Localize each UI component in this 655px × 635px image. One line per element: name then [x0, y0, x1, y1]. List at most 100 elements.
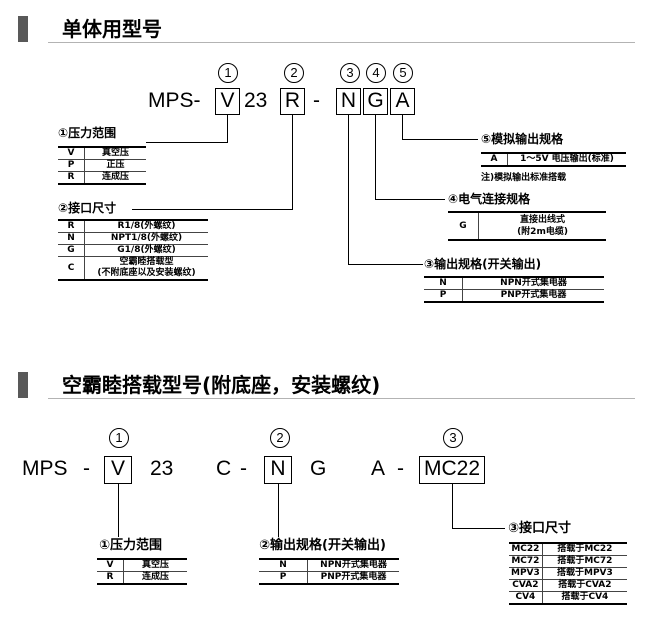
s2-port-key: MC72 — [509, 555, 543, 568]
table-row: R 连成压 — [97, 571, 187, 584]
s1-port-value: 空霸睦搭载型(不附底座以及安装螺纹) — [85, 257, 209, 281]
s2-line-3-v — [452, 484, 453, 529]
s1-pressure-key: P — [58, 159, 85, 172]
s1-port-value: NPT1/8(外螺纹) — [84, 232, 208, 245]
s1-pressure-key: R — [58, 171, 85, 184]
section2-rule — [48, 398, 635, 399]
s2-code-dash1: - — [83, 457, 90, 480]
s2-marker-1: 1 — [109, 428, 129, 448]
s2-code-v-box: V — [104, 456, 132, 484]
s1-pressure-key: V — [58, 147, 85, 160]
s1-code-dash: - — [313, 89, 320, 112]
s2-output-value: PNP开式集电器 — [320, 572, 387, 582]
s1-port-key: N — [58, 232, 85, 245]
s2-code-c: C — [216, 457, 232, 480]
s1-output-key: P — [424, 289, 463, 302]
s1-code-g-box: G — [363, 88, 388, 115]
s1-port-value-line2: (不附底座以及安装螺纹) — [97, 268, 196, 278]
s1-port-title: ②接口尺寸 — [58, 201, 117, 215]
s1-marker-2: 2 — [284, 63, 304, 83]
s1-line-5-h — [402, 139, 478, 140]
s2-port-key: MC22 — [509, 543, 543, 556]
s1-analog-note: 注)模拟输出标准搭载 — [481, 173, 567, 183]
s2-output-key: P — [259, 571, 308, 584]
section1-bar — [18, 16, 28, 42]
s1-line-5-v — [402, 115, 403, 140]
s1-code-prefix: MPS- — [148, 89, 201, 112]
s2-port-value: 搭载于MC22 — [542, 543, 627, 556]
table-row: P PNP开式集电器 — [259, 571, 399, 584]
s1-pressure-value: 真空压 — [84, 147, 146, 160]
s1-code-n-box: N — [336, 88, 361, 115]
s2-output-value: NPN开式集电器 — [307, 559, 399, 572]
table-row: A 1～5V 电压输出(标准) — [481, 153, 626, 166]
s1-line-1-h — [146, 142, 228, 143]
s1-line-3-v — [348, 115, 349, 265]
s1-electric-value-line2: (附2m电缆) — [517, 227, 568, 237]
s1-line-4-h — [375, 199, 445, 200]
s1-line-2-v — [292, 115, 293, 210]
s1-code-a-box: A — [390, 88, 415, 115]
s2-code-dash3: - — [397, 457, 404, 480]
s1-electric-title: ④电气连接规格 — [448, 192, 531, 206]
s2-pressure-key: R — [97, 571, 124, 584]
s1-port-key: G — [58, 244, 85, 257]
s2-port-key: CV4 — [509, 591, 543, 604]
s1-analog-title: ⑤模拟输出规格 — [481, 132, 564, 146]
s1-code-r-box: R — [280, 88, 305, 115]
s2-marker-3: 3 — [443, 428, 463, 448]
section1-rule — [48, 42, 635, 43]
s2-port-value: 搭载于MPV3 — [542, 567, 627, 580]
s2-pressure-key: V — [97, 559, 124, 572]
s1-analog-key: A — [481, 153, 508, 166]
s1-marker-1: 1 — [218, 63, 238, 83]
s2-output-key: N — [259, 559, 308, 572]
s1-code-v-box: V — [215, 88, 240, 115]
s2-port-value: 搭载于MC72 — [542, 555, 627, 568]
s1-electric-value: 直接出线式 (附2m电缆) — [479, 212, 607, 240]
s1-electric-value-line1: 直接出线式 — [519, 215, 565, 225]
s1-analog-value: 1～5V 电压输出(标准) — [520, 154, 614, 164]
s1-line-3-h — [348, 264, 423, 265]
s1-port-key: C — [58, 256, 85, 280]
s1-output-key: N — [424, 277, 463, 290]
s2-output-title: ②输出规格(开关输出) — [259, 538, 386, 553]
s2-code-n-box: N — [264, 456, 292, 484]
s2-code-prefix: MPS — [22, 457, 68, 480]
s2-pressure-value: 真空压 — [123, 559, 187, 572]
s2-line-2-v — [278, 484, 279, 537]
s1-analog-table: A 1～5V 电压输出(标准) — [481, 152, 626, 167]
s2-pressure-value: 连成压 — [141, 572, 169, 582]
s2-port-title: ③接口尺寸 — [508, 521, 572, 536]
s1-code-number: 23 — [244, 89, 268, 112]
s2-code-g: G — [310, 457, 327, 480]
s1-pressure-value: 正压 — [84, 159, 146, 172]
s1-line-4-v — [375, 115, 376, 200]
section2-bar — [18, 372, 28, 398]
s1-marker-4: 4 — [366, 63, 386, 83]
s1-pressure-value: 连成压 — [101, 172, 129, 182]
s2-line-3-h — [452, 528, 505, 529]
table-row: R 连成压 — [58, 171, 146, 184]
s1-line-1-v — [227, 115, 228, 143]
s1-port-value-line1: 空霸睦搭载型 — [119, 257, 174, 267]
s2-code-dash2: - — [240, 457, 247, 480]
